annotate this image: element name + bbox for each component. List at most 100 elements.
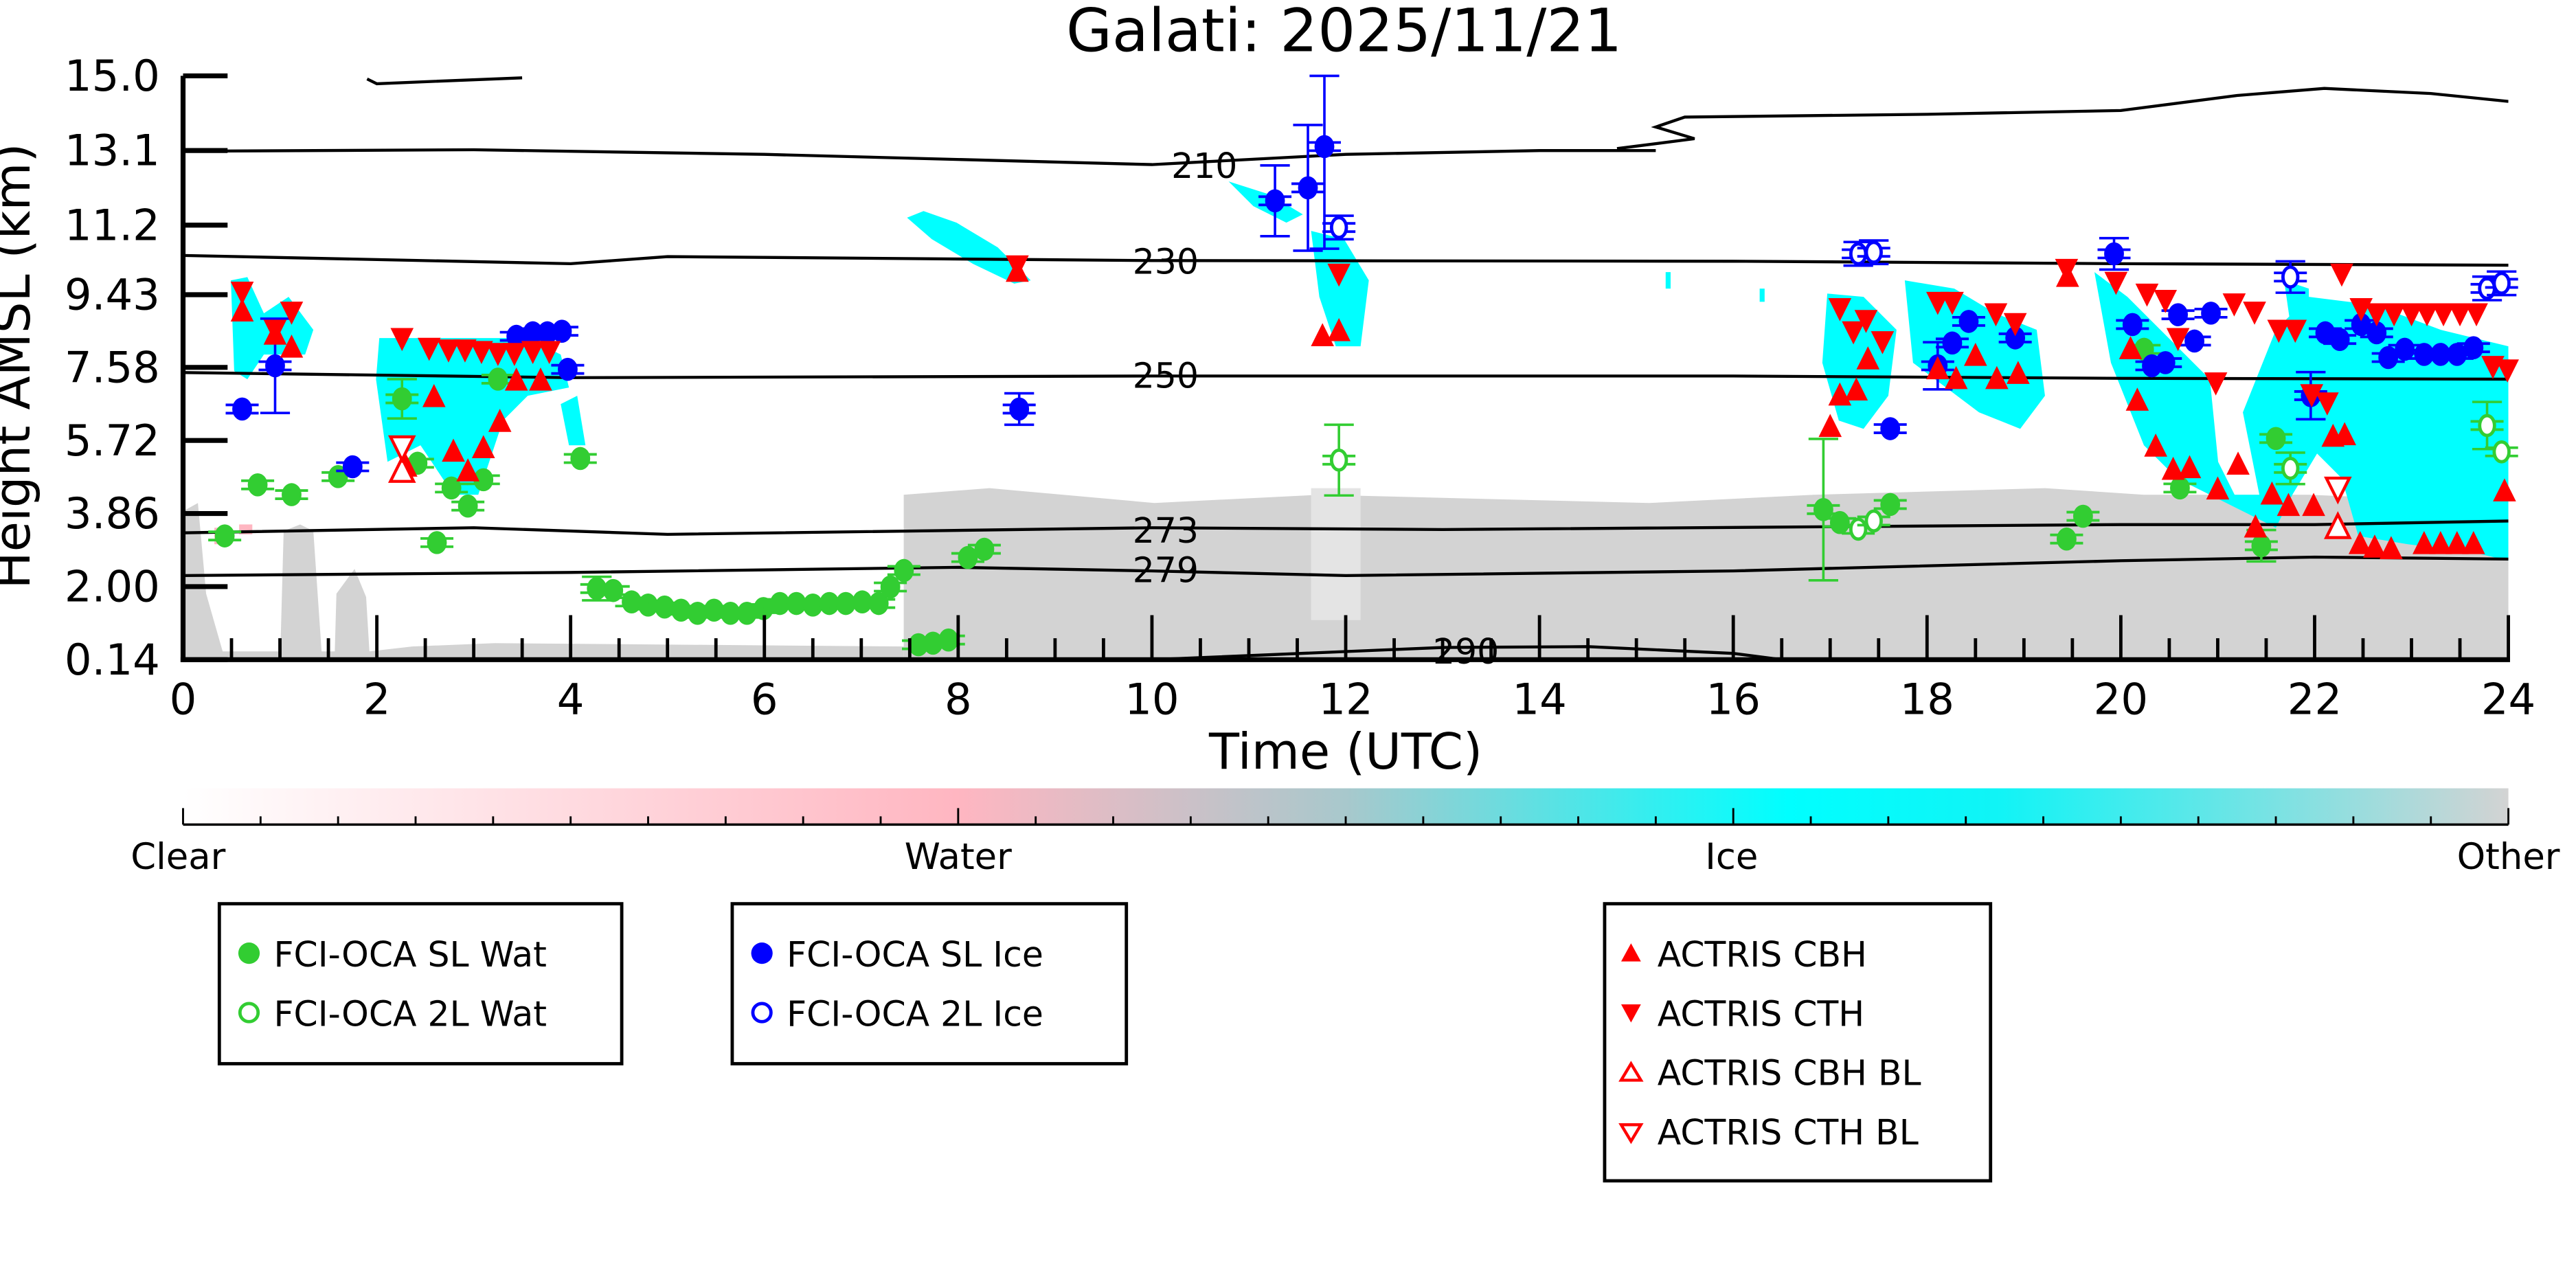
data-point	[2316, 392, 2339, 416]
data-point	[2184, 329, 2204, 353]
colorbar-label-water: Water	[905, 836, 1012, 878]
isotherm-label: 230	[1133, 241, 1199, 282]
data-point	[2201, 302, 2221, 325]
data-point	[392, 387, 412, 411]
data-point	[1942, 331, 1963, 355]
data-point	[521, 341, 545, 364]
legend-label-2l-ice: FCI-OCA 2L Ice	[787, 993, 1043, 1034]
data-point	[769, 591, 790, 615]
data-point	[2267, 319, 2291, 343]
data-point	[2007, 361, 2030, 384]
y-tick-label: 13.1	[65, 126, 160, 176]
legend-marker-sl-wat	[238, 942, 260, 964]
series-fci-oca-sl-wat	[208, 337, 2293, 657]
series-actris-cbh-bl	[387, 455, 2352, 539]
x-tick-label: 10	[1125, 675, 1179, 725]
legend-ice: FCI-OCA SL Ice FCI-OCA 2L Ice	[730, 902, 1129, 1065]
data-point	[958, 545, 978, 569]
colorbar-label-clear: Clear	[131, 836, 225, 878]
colorbar: Clear Water Ice Other	[131, 788, 2560, 878]
data-point	[2161, 456, 2185, 480]
data-point	[387, 455, 416, 483]
x-tick-label: 6	[751, 675, 778, 725]
data-point	[974, 537, 995, 561]
data-point	[1864, 240, 1883, 264]
y-tick-label: 15.0	[65, 51, 160, 101]
legend-marker-2l-wat	[238, 1002, 260, 1024]
data-point	[488, 409, 512, 432]
data-point	[214, 524, 235, 547]
x-tick-label: 18	[1900, 675, 1954, 725]
data-point	[232, 397, 252, 421]
x-tick-label: 2	[363, 675, 391, 725]
data-point	[2448, 303, 2472, 327]
data-point	[2378, 346, 2399, 370]
data-point	[2461, 530, 2485, 554]
legend-marker-sl-ice	[751, 942, 773, 964]
data-point	[529, 368, 552, 391]
data-point	[1009, 397, 1030, 421]
data-point	[1880, 493, 1901, 517]
data-point	[2382, 303, 2406, 327]
data-point	[1958, 310, 1979, 333]
data-point	[442, 438, 465, 462]
data-point	[2281, 265, 2300, 289]
data-point	[2122, 313, 2143, 337]
series-fci-oca-sl-ice	[225, 74, 2490, 479]
data-point	[486, 343, 510, 366]
data-point	[2329, 328, 2350, 351]
data-point	[470, 341, 493, 364]
data-point	[1864, 509, 1883, 533]
data-point	[2493, 478, 2516, 501]
y-tick-label: 7.58	[65, 342, 160, 392]
series-fci-oca-2l-ice	[1322, 214, 2518, 302]
data-point	[2222, 293, 2246, 317]
data-point	[1944, 365, 1968, 389]
data-point	[280, 302, 304, 325]
data-point	[819, 591, 839, 615]
isotherm-line	[183, 555, 2509, 578]
y-tick-label: 3.86	[65, 488, 160, 539]
data-point	[1813, 498, 1833, 521]
data-point	[2333, 422, 2357, 446]
legend-marker-cbh	[1620, 943, 1641, 962]
data-point	[265, 354, 285, 378]
data-point	[2465, 303, 2488, 327]
data-point	[2399, 303, 2424, 327]
x-tick-label: 16	[1706, 675, 1760, 725]
data-point	[1984, 303, 2008, 327]
legend-label-cbh: ACTRIS CBH	[1658, 934, 1867, 975]
series-actris-cth-bl	[387, 435, 2352, 505]
data-point	[1941, 291, 1964, 315]
legend-label-sl-wat: FCI-OCA SL Wat	[274, 934, 547, 975]
data-point	[2351, 313, 2371, 337]
data-point	[2266, 427, 2286, 451]
data-point	[894, 558, 914, 583]
isotherm-label: 250	[1133, 355, 1199, 396]
x-tick-label: 20	[2094, 675, 2148, 725]
x-tick-label: 0	[170, 675, 197, 725]
data-point	[387, 435, 416, 464]
data-point	[2135, 283, 2159, 307]
colorbar-label-ice: Ice	[1705, 836, 1758, 878]
data-point	[2429, 530, 2452, 554]
data-point	[523, 321, 543, 345]
data-point	[1964, 343, 1987, 366]
data-point	[2380, 536, 2403, 560]
data-point	[2302, 493, 2325, 517]
x-tick-label: 22	[2287, 675, 2342, 725]
data-point	[1265, 189, 1285, 213]
data-point	[1842, 321, 1865, 345]
data-point	[230, 282, 254, 305]
data-point	[1818, 414, 1842, 438]
data-point	[2395, 337, 2415, 361]
data-point	[2056, 527, 2077, 551]
data-point	[1329, 216, 1348, 240]
data-point	[2243, 302, 2266, 325]
data-point	[2206, 476, 2230, 500]
legend-label-cbh-bl: ACTRIS CBH BL	[1658, 1053, 1921, 1094]
data-point	[1329, 448, 1348, 472]
data-point	[2055, 258, 2079, 282]
data-point	[282, 483, 302, 506]
